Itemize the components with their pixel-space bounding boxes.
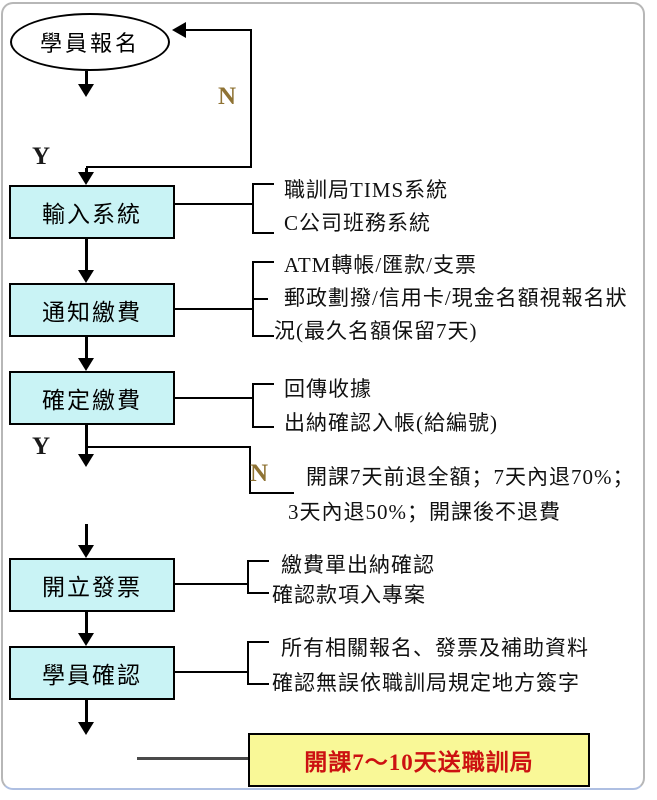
- step-box-confirm-payment: 確定繳費: [9, 371, 175, 425]
- flow-line: [85, 337, 88, 360]
- annotation-text: 況(最久名額保留7天): [274, 319, 478, 343]
- step-box-input-system: 輸入系統: [9, 185, 175, 239]
- step-label: 開立發票: [42, 575, 142, 600]
- annotation-text: ATM轉帳/匯款/支票: [284, 253, 478, 277]
- annotation-bracket: [252, 426, 274, 428]
- annotation-text: 回傳收據: [284, 377, 372, 401]
- annotation-bracket: [252, 183, 274, 185]
- flow-line: [85, 239, 88, 271]
- annotation-text: 郵政劃撥/信用卡/現金名額視報名狀: [284, 286, 628, 310]
- annotation-connector: [175, 397, 252, 399]
- no-branch-label: N: [250, 460, 269, 487]
- annotation-text: 出納確認入帳(給編號): [284, 411, 498, 435]
- step-label: 通知繳費: [42, 300, 142, 325]
- annotation-bracket: [252, 232, 274, 234]
- arrowhead-down-icon: [78, 84, 94, 97]
- no-branch-line-bottom: [249, 492, 294, 494]
- annotation-text: 繳費單出納確認: [281, 553, 435, 577]
- annotation-bracket: [247, 592, 269, 594]
- annotation-bracket: [247, 641, 269, 643]
- step-label: 學員確認: [42, 663, 142, 688]
- annotation-bracket: [252, 261, 274, 263]
- loop-line-right: [250, 29, 252, 168]
- annotation-bracket: [252, 183, 254, 234]
- no-branch-line-vertical: [249, 446, 251, 494]
- arrowhead-down-icon: [78, 454, 94, 467]
- annotation-bracket: [247, 560, 249, 594]
- annotation-bracket: [252, 298, 268, 300]
- step-label: 確定繳費: [42, 388, 142, 413]
- annotation-text: 確認款項入專案: [272, 583, 426, 607]
- start-node: 學員報名: [10, 13, 170, 71]
- arrowhead-down-icon: [78, 545, 94, 558]
- flow-line: [85, 425, 88, 456]
- start-node-label: 學員報名: [39, 31, 140, 56]
- loop-line-top: [184, 29, 252, 31]
- step-box-student-confirm: 學員確認: [9, 646, 175, 700]
- arrowhead-down-icon: [78, 172, 94, 185]
- arrowhead-left-icon: [172, 22, 186, 38]
- final-connector-line: [137, 757, 248, 760]
- final-node: 開課7～10天送職訓局: [248, 733, 590, 787]
- arrowhead-down-icon: [78, 270, 94, 283]
- annotation-connector: [175, 203, 252, 205]
- flow-line: [85, 524, 88, 547]
- annotation-text: 所有相關報名、發票及補助資料: [281, 636, 589, 660]
- step-box-notify-payment: 通知繳費: [9, 283, 175, 337]
- refund-policy-line-1: 開課7天前退全額；7天內退70%；: [306, 465, 635, 489]
- annotation-bracket: [252, 335, 274, 337]
- loop-line-bottom: [86, 166, 252, 168]
- flow-line: [85, 700, 88, 724]
- annotation-text: C公司班務系統: [284, 211, 432, 235]
- annotation-bracket: [252, 383, 274, 385]
- no-branch-line-top: [86, 446, 251, 448]
- arrowhead-down-icon: [78, 722, 94, 735]
- no-branch-label: N: [218, 83, 237, 110]
- annotation-connector: [175, 671, 247, 673]
- annotation-text: 確認無誤依職訓局規定地方簽字: [272, 671, 580, 695]
- annotation-bracket: [247, 560, 269, 562]
- annotation-connector: [175, 583, 247, 585]
- annotation-bracket: [247, 641, 249, 685]
- annotation-bracket: [252, 383, 254, 428]
- annotation-bracket: [247, 683, 269, 685]
- annotation-connector: [175, 308, 252, 310]
- step-box-issue-invoice: 開立發票: [9, 558, 175, 612]
- flow-line: [85, 71, 88, 86]
- step-label: 輸入系統: [42, 202, 142, 227]
- final-node-label: 開課7～10天送職訓局: [304, 750, 534, 775]
- yes-branch-label: Y: [32, 433, 51, 460]
- arrowhead-down-icon: [78, 358, 94, 371]
- arrowhead-down-icon: [78, 633, 94, 646]
- yes-branch-label: Y: [32, 143, 51, 170]
- flow-line: [85, 612, 88, 635]
- annotation-text: 職訓局TIMS系統: [284, 178, 449, 202]
- refund-policy-line-2: 3天內退50%；開課後不退費: [288, 500, 561, 524]
- flow-line: [85, 168, 88, 174]
